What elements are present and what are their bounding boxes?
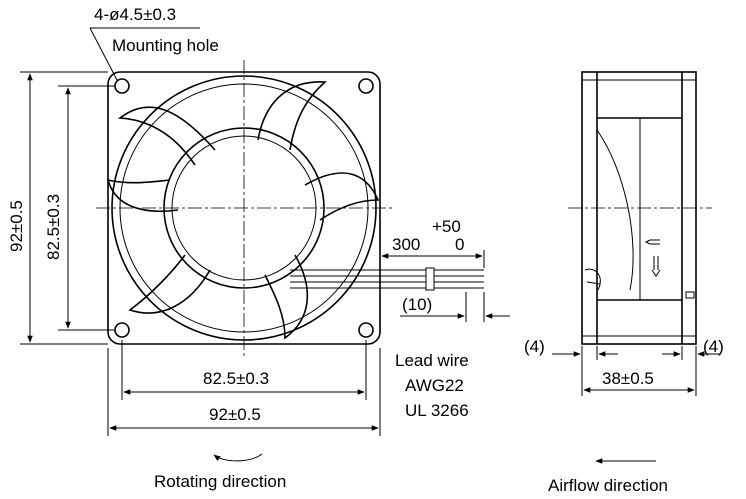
airflow-caption: Airflow direction [548, 476, 668, 495]
side-flange-left: (4) [524, 337, 545, 356]
dim-height-outer: 92±0.5 [7, 200, 26, 252]
dim-width-pitch: 82.5±0.3 [203, 369, 269, 388]
mounting-hole-label: Mounting hole [112, 36, 219, 55]
rotation-arrow-icon [213, 453, 263, 462]
dim-width-outer: 92±0.5 [209, 405, 261, 424]
lead-wire-bundle [290, 267, 484, 291]
lead-label-3: UL 3266 [405, 401, 469, 420]
lead-length: 300 [392, 235, 420, 254]
lead-tol-lower: 0 [455, 235, 464, 254]
fan-hub [163, 127, 325, 289]
side-dimensions [552, 346, 720, 396]
side-view [568, 71, 712, 345]
side-flange-right: (4) [703, 337, 724, 356]
side-depth: 38±0.5 [602, 369, 654, 388]
lead-strip-length: (10) [402, 295, 432, 314]
lead-label-1: Lead wire [395, 351, 469, 370]
lead-tol-upper: +50 [432, 217, 461, 236]
front-view [96, 60, 484, 356]
rotating-caption: Rotating direction [154, 472, 286, 491]
front-dimensions [20, 27, 381, 436]
mounting-hole-br [358, 322, 374, 338]
mounting-hole-spec: 4-ø4.5±0.3 [94, 5, 176, 24]
mounting-hole-tl [114, 78, 130, 94]
mounting-hole-bl [114, 322, 130, 338]
lead-label-2: AWG22 [405, 376, 464, 395]
lead-wire-dimensions [379, 250, 510, 322]
dim-height-pitch: 82.5±0.3 [44, 194, 63, 260]
mounting-hole-tr [358, 78, 374, 94]
